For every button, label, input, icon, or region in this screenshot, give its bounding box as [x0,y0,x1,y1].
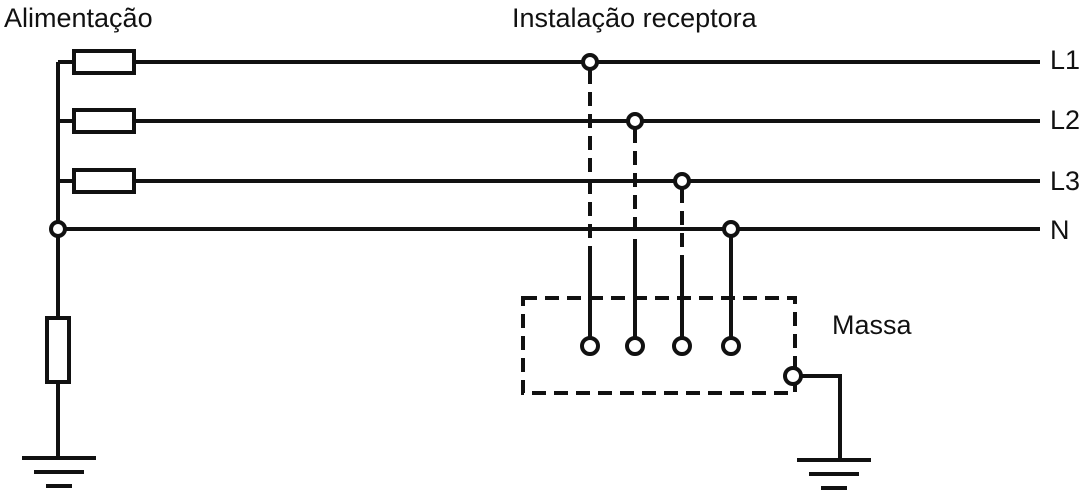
mass-label: Massa [832,310,913,340]
line-label-l2: L2 [1050,105,1080,135]
drop-l3 [672,172,692,356]
installation-label: Instalação receptora [512,3,758,33]
installation-earth-icon [797,458,871,490]
fuse-l2 [72,108,136,134]
drop-n [721,220,741,356]
supply-label: Alimentação [4,3,153,33]
neutral-node [49,220,67,238]
phase-line-l1 [58,49,1040,75]
line-label-l3: L3 [1050,166,1080,196]
supply-earth-icon [22,456,96,488]
drop-l2 [625,112,645,356]
mass-node [783,366,803,386]
line-label-n: N [1050,215,1070,245]
mass-earth-connection [783,366,842,458]
phase-line-l3 [58,168,1040,194]
installation-enclosure [521,296,797,395]
earth-resistor [45,316,71,384]
drop-l1 [580,53,600,356]
phase-line-l2 [58,108,1040,134]
fuse-l3 [72,168,136,194]
line-label-l1: L1 [1050,45,1080,75]
fuse-l1 [72,49,136,75]
